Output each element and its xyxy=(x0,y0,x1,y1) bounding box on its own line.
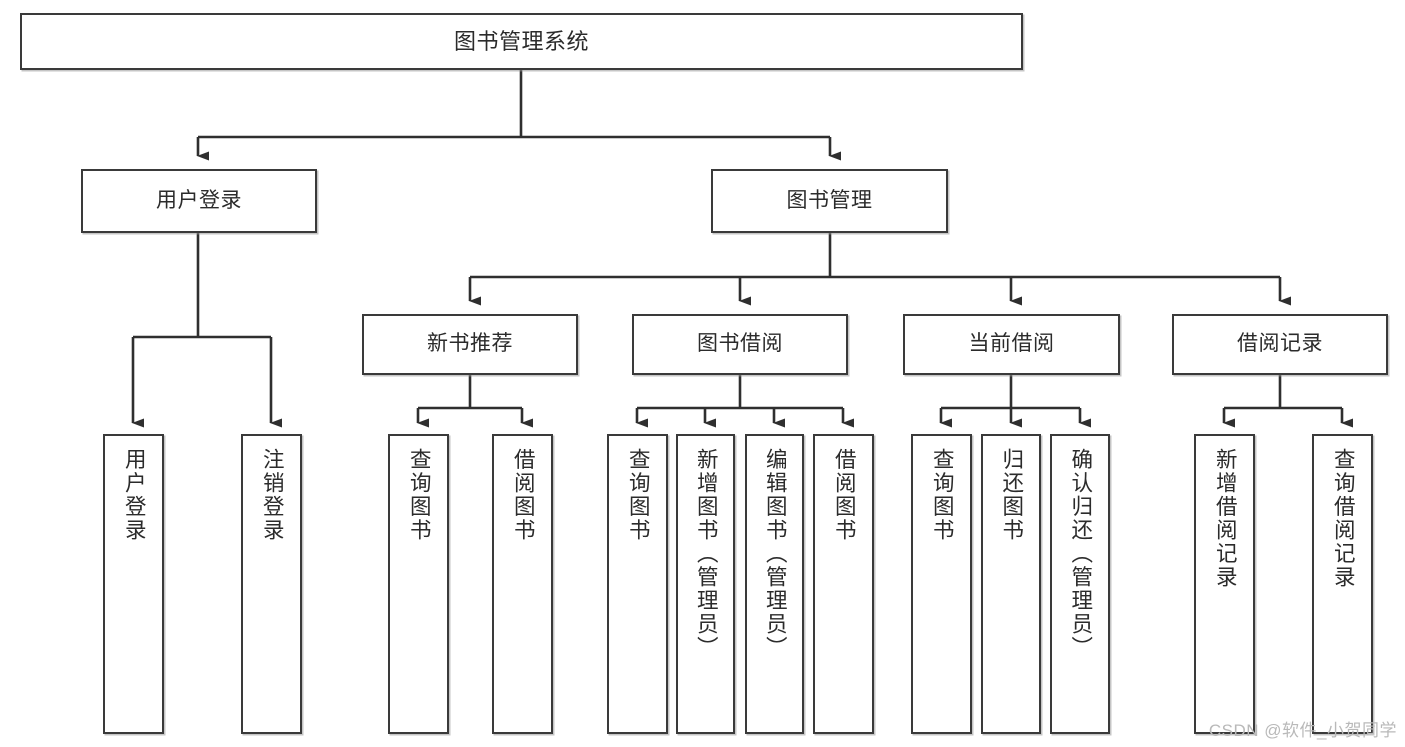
leaf-current-query-book[interactable]: 查询图书 xyxy=(911,434,972,734)
node-label: 借阅记录 xyxy=(1237,332,1323,356)
node-label: 查询图书 xyxy=(407,448,432,542)
node-current-borrow[interactable]: 当前借阅 xyxy=(903,314,1120,375)
node-label: 新书推荐 xyxy=(427,332,513,356)
node-label: 查询图书 xyxy=(930,448,955,542)
node-label: 借阅图书 xyxy=(511,448,536,542)
node-label: 图书管理系统 xyxy=(453,28,589,54)
node-label: 借阅图书 xyxy=(832,448,857,542)
leaf-current-confirm-return-admin[interactable]: 确认归还（管理员） xyxy=(1050,434,1110,734)
node-book-management[interactable]: 图书管理 xyxy=(711,169,948,233)
leaf-record-query-record[interactable]: 查询借阅记录 xyxy=(1312,434,1373,734)
node-label: 图书管理 xyxy=(786,188,873,212)
node-label: 用户登录 xyxy=(122,448,147,542)
node-label: 用户登录 xyxy=(156,188,242,212)
leaf-borrow-borrow-book[interactable]: 借阅图书 xyxy=(813,434,874,734)
node-label: 新增借阅记录 xyxy=(1213,448,1238,589)
leaf-record-add-record[interactable]: 新增借阅记录 xyxy=(1194,434,1255,734)
node-label: 编辑图书（管理员） xyxy=(763,448,788,660)
watermark: CSDN @软件_小贺同学 xyxy=(1208,721,1397,740)
leaf-current-return-book[interactable]: 归还图书 xyxy=(981,434,1041,734)
leaf-borrow-query-book[interactable]: 查询图书 xyxy=(607,434,668,734)
node-label: 注销登录 xyxy=(260,448,285,542)
leaf-borrow-edit-book-admin[interactable]: 编辑图书（管理员） xyxy=(745,434,804,734)
node-user-login[interactable]: 用户登录 xyxy=(81,169,317,233)
leaf-recommend-borrow-book[interactable]: 借阅图书 xyxy=(492,434,553,734)
node-label: 图书借阅 xyxy=(697,332,783,356)
node-label: 查询图书 xyxy=(626,448,651,542)
leaf-recommend-query-book[interactable]: 查询图书 xyxy=(388,434,449,734)
node-label: 归还图书 xyxy=(999,448,1024,542)
leaf-user-login-login[interactable]: 用户登录 xyxy=(103,434,164,734)
node-label: 查询借阅记录 xyxy=(1331,448,1356,589)
node-label: 当前借阅 xyxy=(968,332,1055,356)
node-label: 确认归还（管理员） xyxy=(1068,448,1093,660)
node-new-book-recommend[interactable]: 新书推荐 xyxy=(362,314,578,375)
node-label: 新增图书（管理员） xyxy=(694,448,719,660)
node-book-borrow[interactable]: 图书借阅 xyxy=(632,314,848,375)
leaf-user-login-logout[interactable]: 注销登录 xyxy=(241,434,302,734)
leaf-borrow-add-book-admin[interactable]: 新增图书（管理员） xyxy=(676,434,735,734)
node-borrow-record[interactable]: 借阅记录 xyxy=(1172,314,1388,375)
node-root-book-management-system[interactable]: 图书管理系统 xyxy=(20,13,1023,70)
